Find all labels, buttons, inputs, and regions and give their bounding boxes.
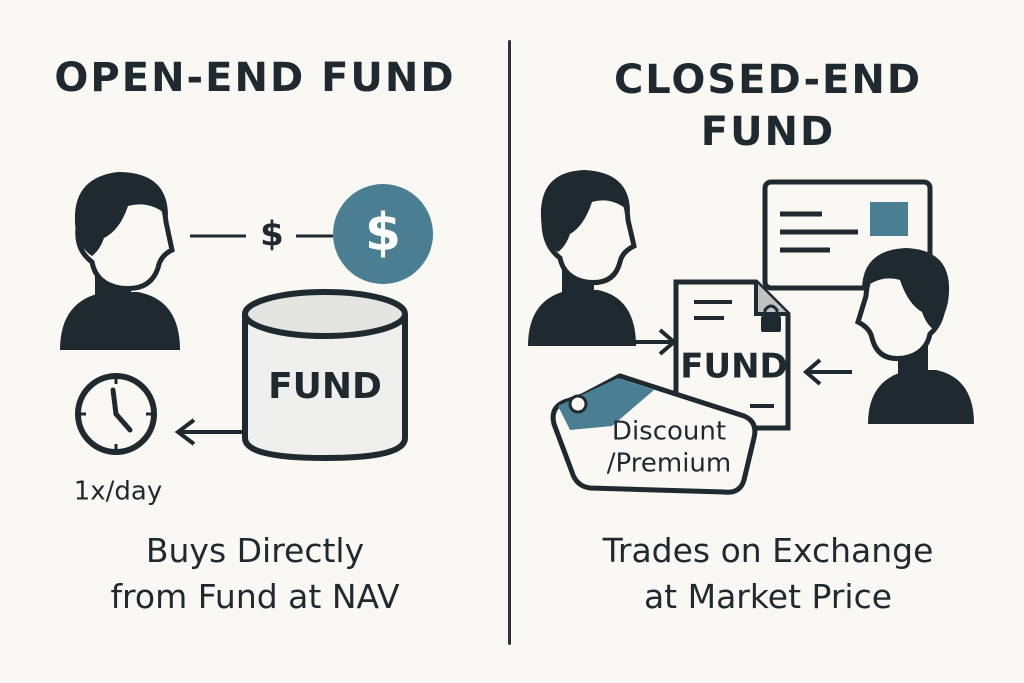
- center-divider: [508, 40, 511, 645]
- closed-end-illustration: FUND Discount /Premium: [528, 170, 974, 495]
- closed-end-panel: CLOSED-END FUND: [512, 0, 1024, 683]
- open-end-caption-line1: Buys Directly: [145, 531, 365, 570]
- arrow-right-icon: [634, 328, 678, 356]
- open-end-title: OPEN-END FUND: [54, 55, 456, 101]
- closed-end-caption-line1: Trades on Exchange: [602, 531, 934, 570]
- buyer-person-icon: [854, 248, 974, 424]
- closed-end-title-line1: CLOSED-END: [613, 57, 923, 103]
- tag-label-line1: Discount: [612, 417, 726, 447]
- seller-person-icon: [528, 170, 637, 346]
- fund-cylinder-label: FUND: [268, 366, 382, 407]
- clock-icon: [75, 373, 157, 455]
- investor-person-icon: [60, 172, 180, 350]
- frequency-label: 1x/day: [74, 477, 163, 507]
- dollar-sign-small: $: [260, 215, 284, 255]
- arrow-left-icon: [174, 418, 242, 446]
- arrow-left-icon: [802, 358, 852, 386]
- coin-dollar-label: $: [365, 203, 401, 263]
- fund-document-label: FUND: [680, 347, 788, 387]
- closed-end-title-line2: FUND: [700, 109, 836, 155]
- closed-end-caption-line2: at Market Price: [643, 577, 893, 616]
- fund-cylinder-icon: FUND: [242, 289, 408, 462]
- tag-label-line2: /Premium: [607, 449, 731, 479]
- price-tag-icon: Discount /Premium: [550, 373, 758, 495]
- open-end-caption-line2: from Fund at NAV: [110, 577, 400, 616]
- open-end-illustration: $ $ FUND 1x/day: [60, 172, 433, 507]
- dollar-coin-icon: $: [333, 184, 433, 284]
- lock-icon: [761, 304, 781, 332]
- open-end-panel: OPEN-END FUND $ $ FUND: [0, 0, 510, 683]
